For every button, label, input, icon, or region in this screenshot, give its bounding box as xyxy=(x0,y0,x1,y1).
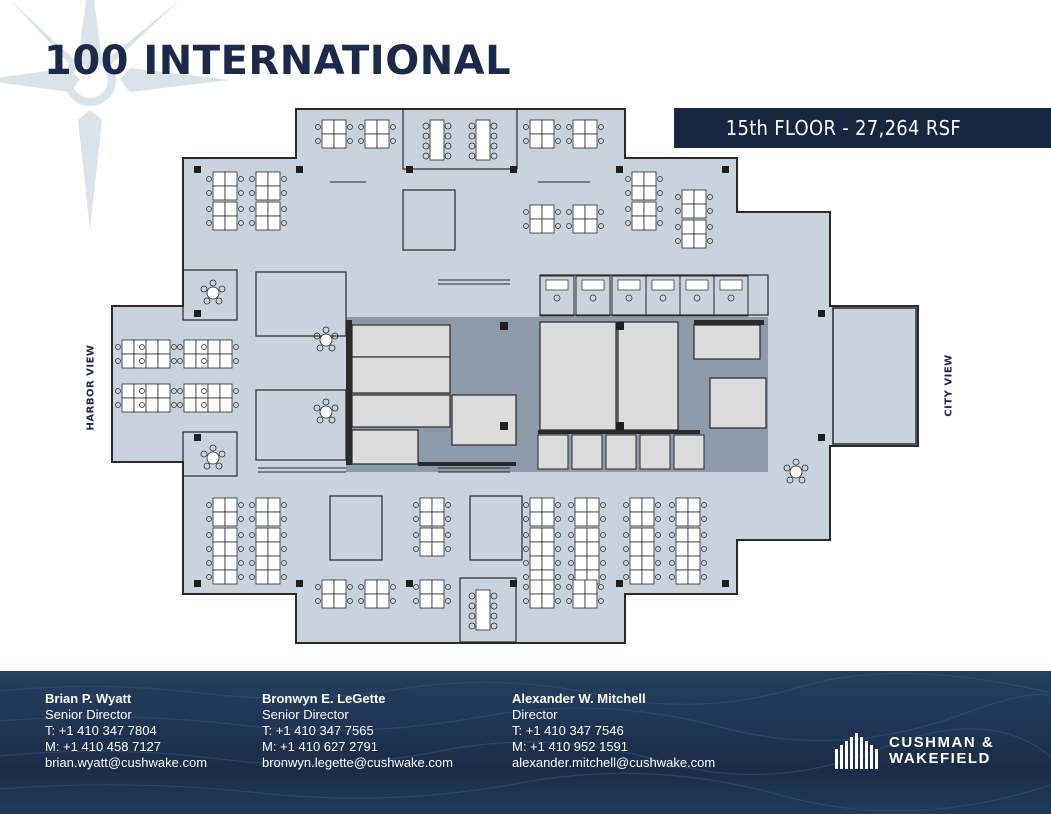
contact-role: Senior Director xyxy=(45,707,132,722)
floor-size-banner: 15th FLOOR - 27,264 RSF xyxy=(674,108,1051,148)
footer: Brian P. Wyatt Senior Director T: +1 410… xyxy=(0,671,1051,814)
city-view-label: CITY VIEW xyxy=(943,354,955,417)
floor-plan xyxy=(111,108,919,644)
cushman-wakefield-logo: CUSHMAN & WAKEFIELD xyxy=(833,733,994,769)
contact-name: Bronwyn E. LeGette xyxy=(262,691,386,706)
contact-name: Brian P. Wyatt xyxy=(45,691,132,706)
building-bars-icon xyxy=(835,733,878,769)
compass-rose-watermark xyxy=(0,0,230,230)
floor-size-label: 15th FLOOR - 27,264 RSF xyxy=(725,116,961,140)
contact-phone-t: T: +1 410 347 7546 xyxy=(512,723,624,738)
contact-role: Senior Director xyxy=(262,707,349,722)
contact-phone-m: M: +1 410 458 7127 xyxy=(45,739,162,754)
logo-line-2: WAKEFIELD xyxy=(889,750,991,767)
contact-phone-m: M: +1 410 627 2791 xyxy=(262,739,379,754)
contact-email[interactable]: bronwyn.legette@cushwake.com xyxy=(262,755,453,770)
contact-phone-m: M: +1 410 952 1591 xyxy=(512,739,629,754)
logo-wordmark: CUSHMAN & WAKEFIELD xyxy=(889,735,994,767)
page-title: 100 INTERNATIONAL xyxy=(44,38,512,84)
contact-phone-t: T: +1 410 347 7565 xyxy=(262,723,374,738)
contact-email[interactable]: brian.wyatt@cushwake.com xyxy=(45,755,208,770)
water-texture xyxy=(0,672,1051,812)
contact-brian-wyatt: Brian P. Wyatt Senior Director T: +1 410… xyxy=(45,691,207,771)
contact-name: Alexander W. Mitchell xyxy=(512,691,646,706)
harbor-view-label: HARBOR VIEW xyxy=(85,344,97,431)
logo-line-1: CUSHMAN & xyxy=(889,734,995,751)
contact-role: Director xyxy=(512,707,558,722)
contact-email[interactable]: alexander.mitchell@cushwake.com xyxy=(512,755,716,770)
contact-phone-t: T: +1 410 347 7804 xyxy=(45,723,157,738)
contact-alexander-mitchell: Alexander W. Mitchell Director T: +1 410… xyxy=(512,691,715,771)
contact-bronwyn-legette: Bronwyn E. LeGette Senior Director T: +1… xyxy=(262,691,453,771)
